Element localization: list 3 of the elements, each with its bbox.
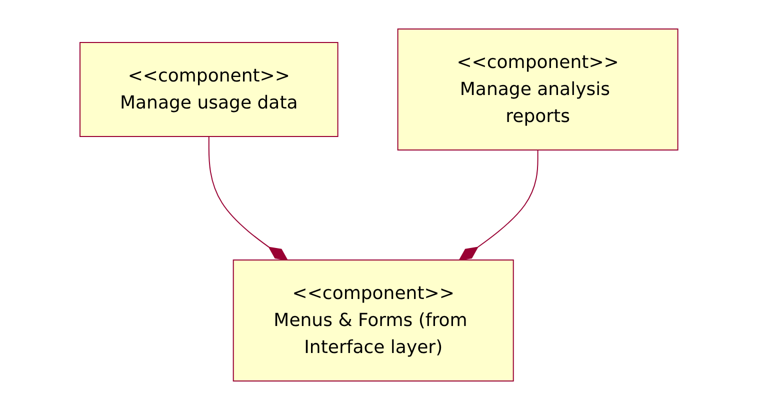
component-box: <<component>> Manage usage data <box>79 42 338 137</box>
component-box: <<component>> Menus & Forms (from Interface layer) <box>232 260 514 382</box>
component-box: <<component>> Manage analysis reports <box>396 28 678 150</box>
